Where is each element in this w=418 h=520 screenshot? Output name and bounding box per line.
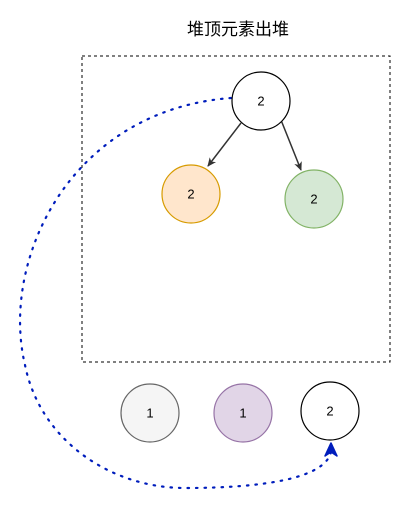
output-node-3: 2 xyxy=(300,381,360,441)
output-node-2: 1 xyxy=(213,383,273,443)
output-node-1: 1 xyxy=(120,383,180,443)
output-node-1-label: 1 xyxy=(146,406,153,421)
edge-root-to-left xyxy=(207,122,242,167)
pop-arrowhead xyxy=(324,442,338,457)
output-node-2-label: 1 xyxy=(239,406,246,421)
edge-root-to-right xyxy=(280,119,302,171)
heap-left-child-label: 2 xyxy=(187,187,194,202)
heap-container xyxy=(81,55,391,363)
heap-right-child-label: 2 xyxy=(310,192,317,207)
pop-arrow xyxy=(18,96,333,490)
heap-left-child-node: 2 xyxy=(161,164,221,224)
diagram-title: 堆顶元素出堆 xyxy=(187,20,289,40)
heap-right-child-node: 2 xyxy=(284,169,344,229)
heap-root-node: 2 xyxy=(231,71,291,131)
heap-root-label: 2 xyxy=(257,94,264,109)
output-node-3-label: 2 xyxy=(326,404,333,419)
